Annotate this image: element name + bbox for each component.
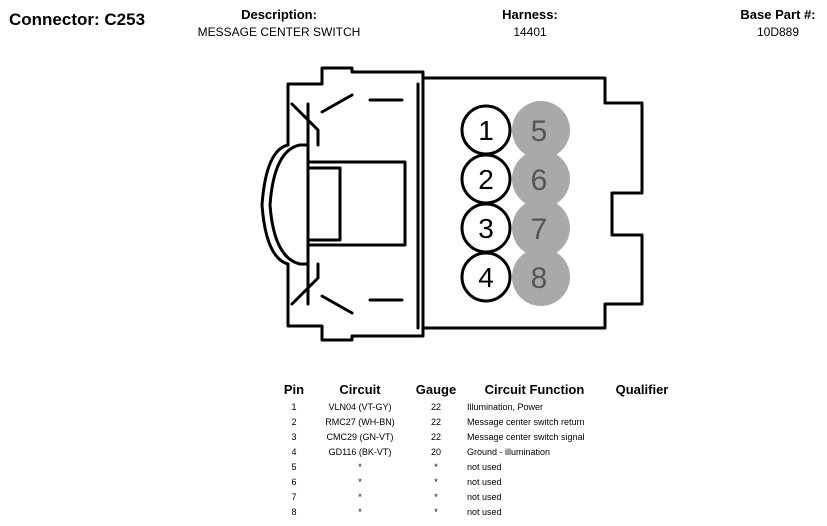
pin-cell: 1 xyxy=(291,401,297,412)
function-cell: not used xyxy=(467,461,502,472)
pin-cell: 5 xyxy=(291,461,297,472)
base-part-value: 10D889 xyxy=(756,25,800,39)
circuit-cell: * xyxy=(358,461,362,472)
header-pin: Pin xyxy=(283,382,305,397)
harness-block: Harness: 14401 xyxy=(480,7,580,39)
pin-cavity-4 xyxy=(460,251,512,303)
pin-table-header-row: Pin Circuit Gauge Circuit Function Quali… xyxy=(278,382,677,399)
function-cell: Ground - illumination xyxy=(467,446,551,457)
gauge-cell: 22 xyxy=(430,401,441,412)
table-row: 7 * * not used xyxy=(278,489,677,504)
pin-label-2: 2 xyxy=(478,164,494,195)
connector-housing-outline xyxy=(260,66,644,342)
pin-cell: 6 xyxy=(291,476,297,487)
circuit-cell: RMC27 (WH-BN) xyxy=(325,416,395,427)
function-cell: not used xyxy=(467,476,502,487)
pin-table: Pin Circuit Gauge Circuit Function Quali… xyxy=(278,382,677,519)
pin-cavity-5 xyxy=(512,101,570,159)
function-cell: Message center switch return xyxy=(467,416,585,427)
description-block: Description: MESSAGE CENTER SWITCH xyxy=(186,7,372,39)
pin-cavity-8 xyxy=(512,248,570,306)
function-cell: not used xyxy=(467,506,502,517)
gauge-cell: 22 xyxy=(430,431,441,442)
pin-table-body: 1 VLN04 (VT-GY) 22 Illumination, Power 2 RMC2… xyxy=(278,399,677,519)
pin-cell: 2 xyxy=(291,416,297,427)
function-cell: Illumination, Power xyxy=(467,401,544,412)
qualifier-cell xyxy=(607,489,677,504)
pin-label-8: 8 xyxy=(531,262,548,295)
header-circuit-function: Circuit Function xyxy=(484,382,585,397)
pin-label-7: 7 xyxy=(531,213,548,246)
pin-label-3: 3 xyxy=(478,213,494,244)
qualifier-cell xyxy=(607,459,677,474)
gauge-cell: 22 xyxy=(430,416,441,427)
qualifier-cell xyxy=(607,429,677,444)
header-qualifier: Qualifier xyxy=(615,382,669,397)
gauge-cell: 20 xyxy=(430,446,441,457)
qualifier-cell xyxy=(607,474,677,489)
base-part-block: Base Part #: 10D889 xyxy=(730,7,826,39)
circuit-cell: * xyxy=(358,491,362,502)
pin-cell: 3 xyxy=(291,431,297,442)
qualifier-cell xyxy=(607,444,677,459)
pin-cavity-7 xyxy=(512,199,570,257)
gauge-cell: * xyxy=(434,506,438,517)
circuit-cell: * xyxy=(358,476,362,487)
function-cell: Message center switch signal xyxy=(467,431,585,442)
description-value: MESSAGE CENTER SWITCH xyxy=(197,25,361,39)
harness-value: 14401 xyxy=(513,25,547,39)
pin-label-6: 6 xyxy=(531,164,548,197)
back-row-pins: 5 6 7 8 xyxy=(512,101,570,306)
qualifier-cell xyxy=(607,504,677,519)
table-row: 5 * * not used xyxy=(278,459,677,474)
function-cell: not used xyxy=(467,491,502,502)
description-label: Description: xyxy=(241,7,317,22)
pin-label-4: 4 xyxy=(478,262,494,293)
harness-label: Harness: xyxy=(502,7,558,22)
circuit-cell: GD116 (BK-VT) xyxy=(328,446,392,457)
pin-cavity-6 xyxy=(512,150,570,208)
pin-label-1: 1 xyxy=(478,115,494,146)
connector-face-diagram: 5 6 7 8 1 2 3 4 xyxy=(260,66,644,342)
table-row: 6 * * not used xyxy=(278,474,677,489)
table-row: 2 RMC27 (WH-BN) 22 Message center switch re… xyxy=(278,414,677,429)
front-row-pins: 1 2 3 4 xyxy=(460,104,512,303)
circuit-cell: CMC29 (GN-VT) xyxy=(326,431,394,442)
header-gauge: Gauge xyxy=(415,382,457,397)
qualifier-cell xyxy=(607,414,677,429)
gauge-cell: * xyxy=(434,476,438,487)
circuit-cell: VLN04 (VT-GY) xyxy=(328,401,392,412)
gauge-cell: * xyxy=(434,491,438,502)
gauge-cell: * xyxy=(434,461,438,472)
table-row: 8 * * not used xyxy=(278,504,677,519)
qualifier-cell xyxy=(607,399,677,414)
table-row: 4 GD116 (BK-VT) 20 Ground - illumination xyxy=(278,444,677,459)
header-circuit: Circuit xyxy=(339,382,381,397)
pin-cell: 4 xyxy=(291,446,297,457)
base-part-label: Base Part #: xyxy=(740,7,816,22)
connector-title: Connector: C253 xyxy=(9,10,146,29)
table-row: 3 CMC29 (GN-VT) 22 Message center switch si… xyxy=(278,429,677,444)
pin-cell: 7 xyxy=(291,491,297,502)
table-row: 1 VLN04 (VT-GY) 22 Illumination, Power xyxy=(278,399,677,414)
pin-cell: 8 xyxy=(291,506,297,517)
circuit-cell: * xyxy=(358,506,362,517)
pin-label-5: 5 xyxy=(531,115,548,148)
